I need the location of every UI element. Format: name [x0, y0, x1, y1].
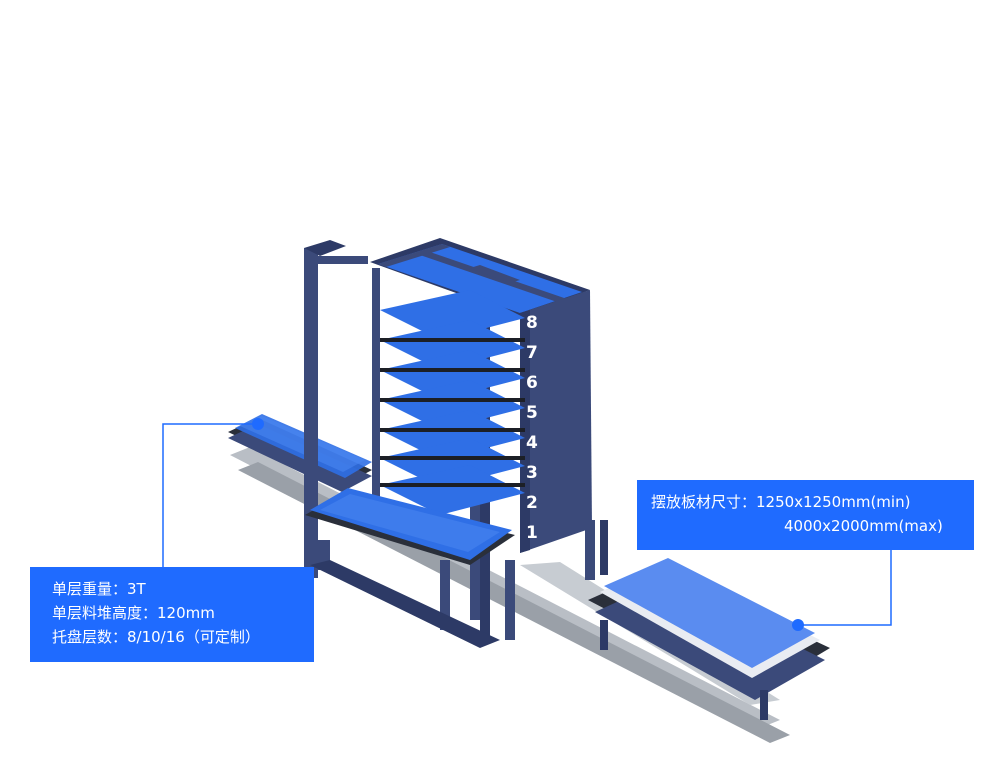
level-number: 6	[526, 373, 538, 393]
spec-sheet-size-min: 摆放板材尺寸：1250x1250mm(min)	[651, 493, 911, 511]
extending-tray	[305, 488, 515, 565]
level-number: 2	[526, 493, 538, 513]
spec-callout-left: 单层重量：3T 单层料堆高度：120mm 托盘层数：8/10/16（可定制）	[30, 567, 314, 662]
tower-base	[310, 520, 608, 648]
tower-trays	[380, 290, 525, 515]
level-number: 7	[526, 343, 538, 363]
callout-leaders	[162, 423, 892, 626]
spec-stack-height: 单层料堆高度：120mm	[52, 604, 215, 622]
spec-layer-weight: 单层重量：3T	[52, 580, 146, 598]
level-number: 1	[526, 523, 538, 543]
callout-dot-right	[792, 619, 804, 631]
right-loading-cart	[588, 558, 830, 720]
spec-callout-right: 摆放板材尺寸：1250x1250mm(min) 4000x2000mm(max)	[637, 480, 974, 550]
spec-sheet-size-max: 4000x2000mm(max)	[784, 517, 943, 535]
callout-dot-left	[252, 418, 264, 430]
tower-level-numbers: 8 7 6 5 4 3 2 1	[526, 313, 538, 543]
left-loading-cart	[228, 414, 372, 492]
level-number: 8	[526, 313, 538, 333]
level-number: 3	[526, 463, 538, 483]
level-number: 5	[526, 403, 538, 423]
spec-tray-count: 托盘层数：8/10/16（可定制）	[52, 628, 260, 646]
tower-top-deck	[378, 244, 582, 313]
level-number: 4	[526, 433, 538, 453]
